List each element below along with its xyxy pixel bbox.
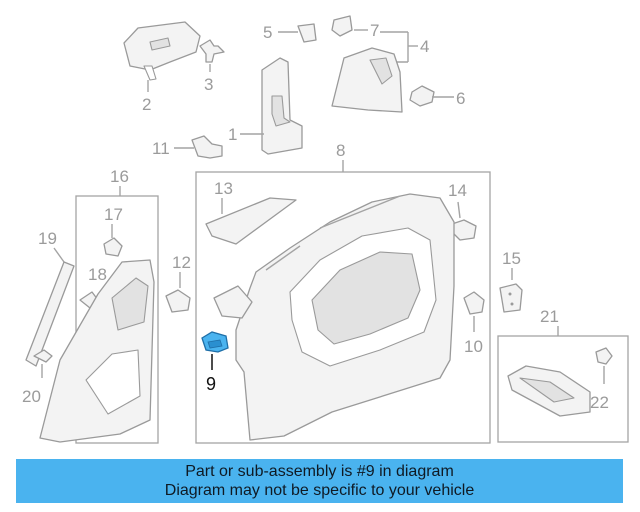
callout-4: 4 xyxy=(420,37,429,56)
group-21-frame xyxy=(497,335,629,443)
group-16-frame xyxy=(75,195,159,444)
part-4-trim xyxy=(331,31,418,113)
callout-17: 17 xyxy=(104,205,123,224)
part-1-pillar-trim xyxy=(240,57,303,155)
info-banner: Part or sub-assembly is #9 in diagram Di… xyxy=(16,459,623,503)
part-10-clip xyxy=(463,291,485,332)
callout-22: 22 xyxy=(590,393,609,412)
part-15-latch xyxy=(499,268,523,313)
part-16-side-trim xyxy=(39,259,155,443)
part-7-clip xyxy=(331,15,368,37)
callout-12: 12 xyxy=(172,253,191,272)
callout-15: 15 xyxy=(502,249,521,268)
part-5-clip xyxy=(278,23,317,43)
callout-11: 11 xyxy=(152,139,170,158)
callout-9[interactable]: 9 xyxy=(206,374,216,394)
callout-3: 3 xyxy=(204,75,213,94)
callout-21: 21 xyxy=(540,307,559,326)
part-13-trim-strip xyxy=(205,197,297,245)
callout-18: 18 xyxy=(88,265,107,284)
part-3-clip xyxy=(199,39,225,72)
callout-2: 2 xyxy=(142,95,151,114)
exploded-parts-diagram: 2 3 1 5 7 4 6 11 8 xyxy=(22,15,629,444)
callout-13: 13 xyxy=(214,179,233,198)
part-22-bulb xyxy=(595,347,613,384)
callout-19: 19 xyxy=(38,229,57,248)
callout-14: 14 xyxy=(448,181,467,200)
part-9-clip-highlighted[interactable] xyxy=(201,331,229,370)
part-14-cover xyxy=(451,201,477,241)
part-2-bracket xyxy=(123,21,201,92)
part-11-bolt xyxy=(174,135,223,159)
callout-6: 6 xyxy=(456,89,465,108)
part-19-strip xyxy=(25,247,75,367)
callout-20: 20 xyxy=(22,387,41,406)
part-6-bolt xyxy=(409,85,454,107)
group-8-frame xyxy=(195,171,491,444)
callout-16: 16 xyxy=(110,167,129,186)
banner-line-1: Part or sub-assembly is #9 in diagram xyxy=(185,463,454,480)
part-12-clip xyxy=(165,272,191,313)
callout-8: 8 xyxy=(336,141,345,160)
part-8-quarter-panel xyxy=(213,193,455,441)
callout-10: 10 xyxy=(464,337,483,356)
part-17-clip xyxy=(103,224,123,257)
banner-line-2: Diagram may not be specific to your vehi… xyxy=(164,482,475,499)
part-21-lamp xyxy=(507,365,591,417)
callout-5: 5 xyxy=(263,23,272,42)
callout-7: 7 xyxy=(370,21,379,40)
callout-1: 1 xyxy=(228,125,237,144)
part-20-clip xyxy=(33,349,53,378)
